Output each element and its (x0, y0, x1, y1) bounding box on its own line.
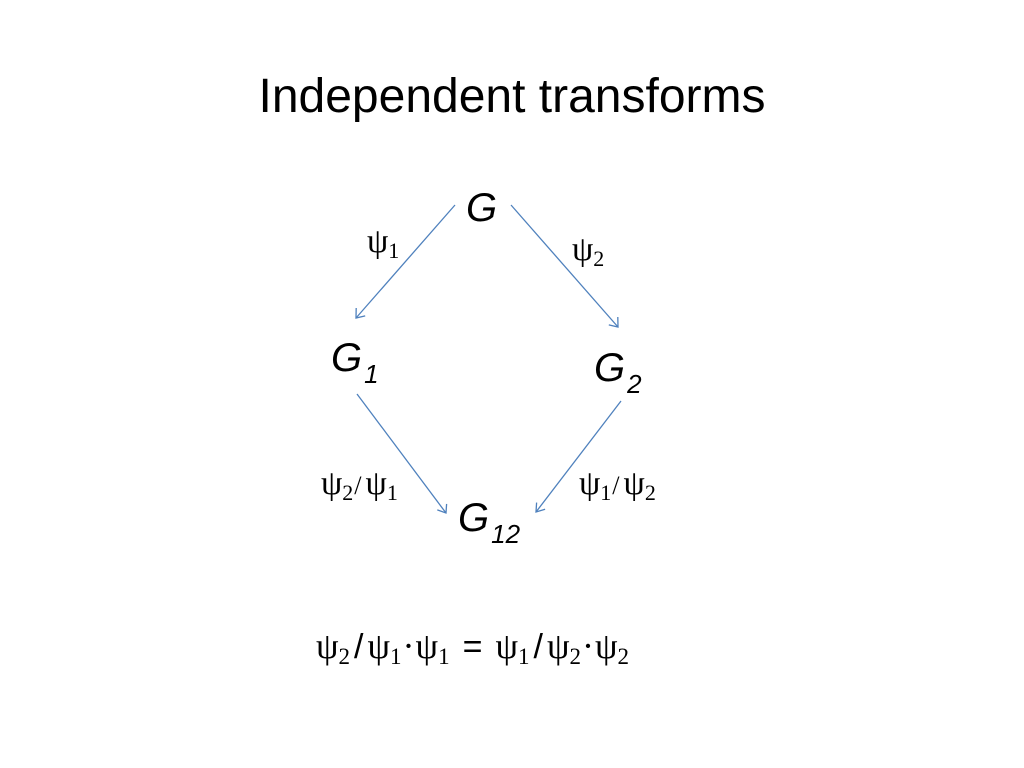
node-g1: G1 (331, 334, 379, 389)
node-g2: G2 (594, 344, 642, 399)
node-g2-subscript: 2 (627, 369, 642, 399)
node-g12-subscript: 12 (491, 519, 521, 549)
label-psi: ψ (365, 465, 387, 502)
eq-subscript: 2 (569, 644, 582, 669)
label-psi: ψ (623, 465, 645, 502)
eq-slash: / (533, 628, 543, 666)
label-psi: ψ (367, 223, 389, 260)
eq-psi: ψ (316, 626, 339, 666)
eq-subscript: 1 (518, 644, 530, 669)
label-slash: / (354, 471, 362, 500)
label-subscript: 2 (593, 246, 605, 271)
label-psi: ψ (579, 465, 601, 502)
node-g12-base: G (458, 496, 490, 540)
label-edge-g2-g12: ψ1/ψ2 (579, 464, 656, 507)
node-g-base: G (466, 186, 498, 230)
label-subscript: 1 (386, 480, 398, 505)
eq-psi: ψ (495, 626, 518, 666)
eq-subscript: 2 (617, 644, 630, 669)
label-psi: ψ (321, 465, 343, 502)
eq-dot: · (402, 626, 415, 666)
label-subscript: 1 (388, 238, 400, 263)
label-subscript: 2 (342, 480, 354, 505)
eq-equals: = (462, 628, 483, 666)
label-edge-g1-g12: ψ2/ψ1 (321, 464, 398, 507)
label-slash: / (612, 471, 620, 500)
slide-title: Independent transforms (258, 70, 766, 123)
node-g1-base: G (331, 336, 363, 380)
eq-subscript: 1 (390, 644, 402, 669)
node-g1-subscript: 1 (364, 359, 379, 389)
eq-dot: · (582, 626, 594, 666)
label-edge-g-g1: ψ1 (367, 222, 399, 265)
arrow-g-to-g1 (355, 204, 456, 319)
arrow-g-to-g2 (510, 204, 619, 328)
eq-psi: ψ (546, 626, 570, 666)
eq-subscript: 2 (338, 644, 351, 669)
label-subscript: 1 (600, 480, 612, 505)
arrow-g2-to-g12 (535, 400, 622, 513)
node-g2-base: G (594, 346, 626, 390)
eq-psi: ψ (415, 626, 439, 666)
node-g: G (466, 184, 497, 232)
node-g12: G12 (458, 494, 521, 549)
eq-slash: / (354, 628, 364, 666)
eq-psi: ψ (595, 626, 618, 666)
equation: ψ2/ψ1·ψ1 = ψ1/ψ2·ψ2 (316, 624, 629, 673)
eq-subscript: 1 (438, 644, 450, 669)
label-psi: ψ (572, 231, 594, 268)
arrow-g1-to-g12 (356, 393, 448, 514)
eq-psi: ψ (367, 626, 391, 666)
label-subscript: 2 (644, 480, 656, 505)
label-edge-g-g2: ψ2 (572, 230, 604, 273)
